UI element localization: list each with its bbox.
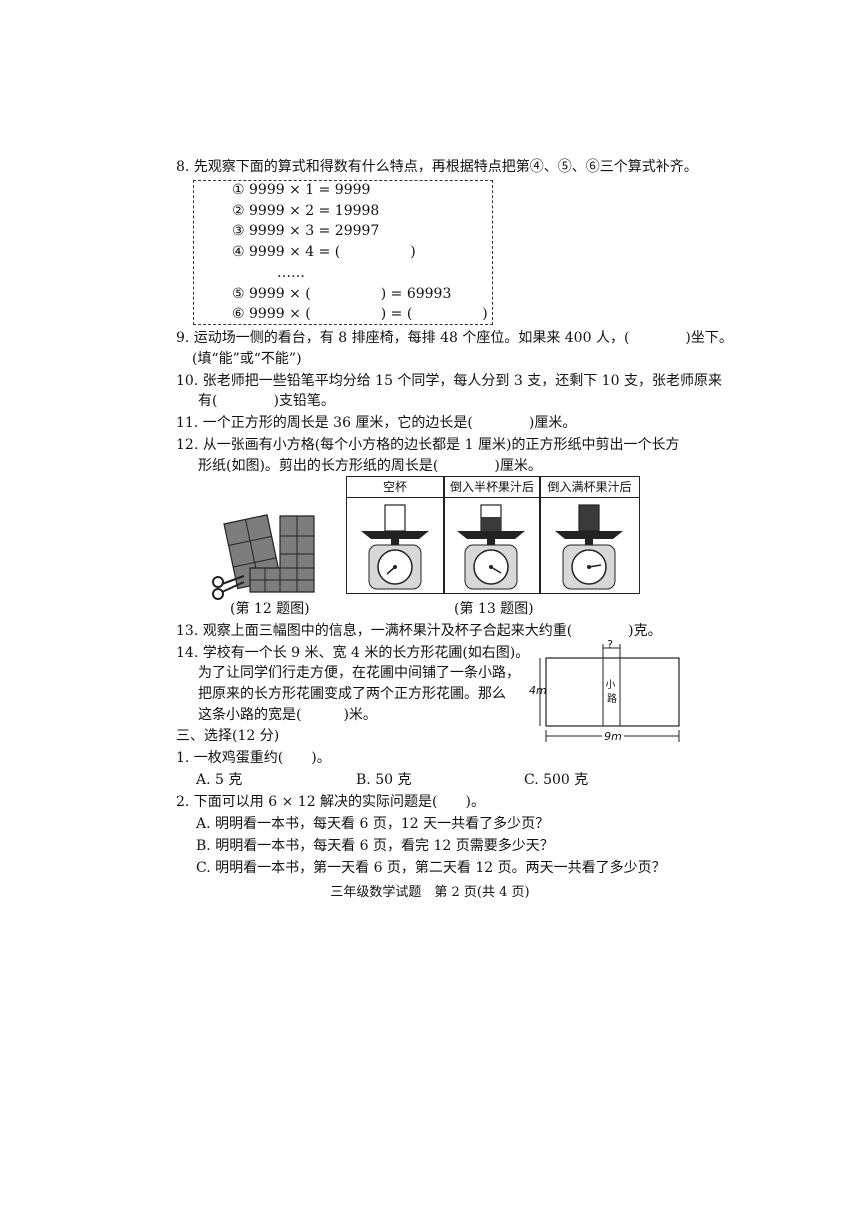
q14-line-2: 为了让同学们行走方便，在花圃中间铺了一条小路，: [198, 665, 520, 681]
q8-stem: 8. 先观察下面的算式和得数有什么特点，再根据特点把第④、⑤、⑥三个算式补齐。: [176, 159, 698, 175]
q14-line-1: 14. 学校有一个长 9 米、宽 4 米的长方形花圃(如右图)。: [176, 645, 530, 661]
q8-line-1: ① 9999 × 1 = 9999: [232, 182, 371, 198]
q14-line-4: 这条小路的宽是( )米。: [198, 707, 377, 723]
q13-header-half: 倒入半杯果汁后: [449, 480, 534, 494]
q8-line-5: ⑤ 9999 × ( ) = 69993: [232, 286, 452, 302]
scale-full-cup: [555, 504, 623, 590]
q10-line-2: 有( )支铅笔。: [198, 393, 335, 409]
q12-line-2: 形纸(如图)。剪出的长方形纸的周长是( )厘米。: [198, 458, 542, 474]
q13-header-empty: 空杯: [382, 480, 407, 494]
path-label-char-1: 小: [605, 679, 615, 691]
q8-ellipsis: ……: [277, 265, 305, 281]
q8-line-3: ③ 9999 × 3 = 29997: [232, 223, 380, 239]
page-footer: 三年级数学试题 第 2 页(共 4 页): [330, 885, 530, 900]
q14-figure: ? 小 路 4m 9m: [529, 638, 680, 743]
q9-line-1: 9. 运动场一侧的看台，有 8 排座椅，每排 48 个座位。如果来 400 人，…: [176, 330, 733, 346]
q13-header-full: 倒入满杯果汁后: [547, 480, 632, 494]
c1-option-c: C. 500 克: [524, 772, 589, 788]
length-label: 9m: [604, 730, 622, 743]
remaining-paper: [249, 515, 315, 593]
c2-option-b: B. 明明看一本书，每天看 6 页，看完 12 页需要多少天？: [196, 838, 554, 854]
q13-header-row: [347, 477, 639, 498]
scale-empty-cup: [361, 504, 429, 590]
path-label-char-2: 路: [607, 692, 617, 705]
flower-bed: [545, 657, 680, 727]
q13-line-1: 13. 观察上面三幅图中的信息，一满杯果汁及杯子合起来大约重( )克。: [176, 623, 662, 639]
q10-line-1: 10. 张老师把一些铅笔平均分给 15 个同学，每人分到 3 支，还剩下 10 …: [176, 373, 722, 389]
c2-option-c: C. 明明看一本书，第一天看 6 页，第二天看 12 页。两天一共看了多少页？: [196, 860, 666, 876]
q13-figure: 空杯 倒入半杯果汁后 倒入满杯果汁后: [346, 476, 640, 594]
q8-line-4: ④ 9999 × 4 = ( ): [232, 244, 416, 260]
q12-line-1: 12. 从一张画有小方格(每个小方格的边长都是 1 厘米)的正方形纸中剪出一个长…: [176, 437, 680, 453]
q11-line-1: 11. 一个正方形的周长是 36 厘米，它的边长是( )厘米。: [176, 415, 577, 431]
q8-line-6: ⑥ 9999 × ( ) = ( ): [232, 306, 488, 322]
q13-caption: (第 13 题图): [454, 601, 534, 617]
scale-half-cup: [457, 504, 525, 590]
c1-option-b: B. 50 克: [356, 772, 412, 788]
path-label: 小 路: [605, 679, 618, 705]
q14-line-3: 把原来的长方形花圃变成了两个正方形花圃。那么: [198, 686, 506, 702]
q8-line-2: ② 9999 × 2 = 19998: [232, 203, 380, 219]
section3-title: 三、选择(12 分): [176, 728, 280, 744]
c1-stem: 1. 一枚鸡蛋重约( )。: [176, 750, 331, 766]
q9-line-2: (填“能”或“不能”): [192, 351, 302, 367]
q13-scales: [361, 504, 623, 590]
scissors-icon: [212, 575, 245, 600]
q12-figure: [212, 514, 315, 600]
q12-caption: (第 12 题图): [230, 601, 310, 617]
q13-divider-2: [539, 477, 541, 593]
width-label: 4m: [529, 684, 547, 697]
c2-option-a: A. 明明看一本书，每天看 6 页，12 天一共看了多少页？: [196, 816, 550, 832]
q8-dashed-box: [193, 180, 493, 325]
path-width-label: ?: [607, 638, 613, 651]
q13-divider-1: [443, 477, 445, 593]
c1-option-a: A. 5 克: [196, 772, 243, 788]
c2-stem: 2. 下面可以用 6 × 12 解决的实际问题是( )。: [176, 794, 485, 810]
